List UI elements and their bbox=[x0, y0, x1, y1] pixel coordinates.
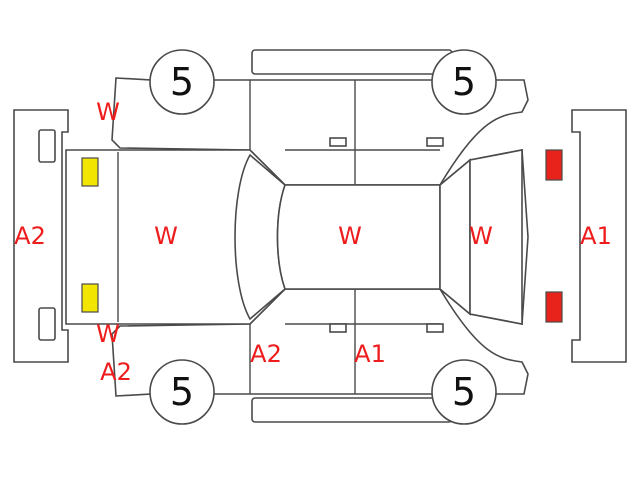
mark-rear-corner-bottom: A2 bbox=[100, 358, 132, 386]
mark-hood: W bbox=[469, 222, 493, 250]
mark-trunk: W bbox=[154, 222, 178, 250]
rear-lamp-top bbox=[81, 157, 99, 187]
wheel-rear-left: 5 bbox=[149, 49, 215, 115]
mark-roof: W bbox=[338, 222, 362, 250]
wheel-front-left: 5 bbox=[431, 49, 497, 115]
wheel-rear-right-value: 5 bbox=[170, 370, 194, 414]
wheel-front-right: 5 bbox=[431, 359, 497, 425]
rear-bumper bbox=[13, 109, 69, 363]
wheel-front-left-value: 5 bbox=[452, 60, 476, 104]
mark-front-bumper: A1 bbox=[580, 222, 612, 250]
front-bumper bbox=[571, 109, 627, 363]
front-lamp-bottom bbox=[545, 291, 563, 323]
mark-front-door-bottom: A1 bbox=[354, 340, 386, 368]
mark-rear-door-bottom: A2 bbox=[250, 340, 282, 368]
mark-rear-bumper: A2 bbox=[14, 222, 46, 250]
wheel-rear-right: 5 bbox=[149, 359, 215, 425]
mark-rear-fender-bottom: W bbox=[96, 320, 120, 348]
rear-lamp-bottom bbox=[81, 283, 99, 313]
lamps bbox=[81, 149, 563, 323]
front-lamp-top bbox=[545, 149, 563, 181]
wheel-rear-left-value: 5 bbox=[170, 60, 194, 104]
wheel-front-right-value: 5 bbox=[452, 370, 476, 414]
car-top-body bbox=[65, 149, 529, 325]
mark-rear-fender-top: W bbox=[96, 98, 120, 126]
